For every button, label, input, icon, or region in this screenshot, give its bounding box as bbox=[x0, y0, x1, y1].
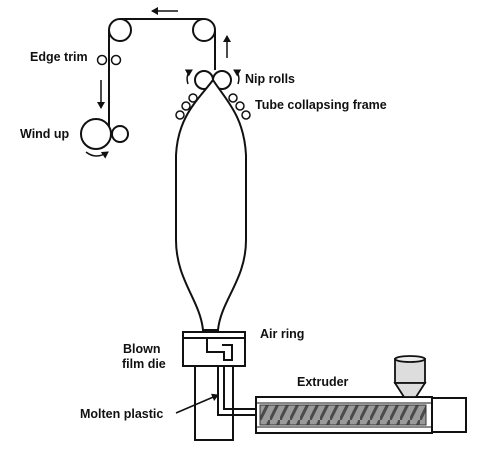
nip-rotation-right-icon bbox=[233, 69, 242, 85]
label-wind-up: Wind up bbox=[20, 127, 70, 141]
extruder-screw bbox=[259, 404, 427, 426]
label-tube-collapsing-frame: Tube collapsing frame bbox=[255, 98, 387, 112]
direction-arrows bbox=[97, 7, 231, 109]
top-right-roll bbox=[192, 18, 216, 42]
label-edge-trim: Edge trim bbox=[30, 50, 88, 64]
extruder-drive bbox=[431, 397, 467, 433]
die-channel bbox=[206, 338, 233, 361]
label-air-ring: Air ring bbox=[260, 327, 304, 341]
hopper bbox=[393, 355, 427, 398]
molten-plastic-pointer bbox=[175, 393, 219, 414]
top-film-path bbox=[108, 18, 216, 136]
wind-up-assembly bbox=[80, 118, 129, 150]
wind-up-rotation-icon bbox=[85, 151, 109, 159]
label-molten-plastic: Molten plastic bbox=[80, 407, 163, 421]
collapsing-frame-rollers bbox=[175, 93, 251, 120]
edge-trim-rollers bbox=[96, 54, 122, 66]
die-base bbox=[194, 365, 234, 441]
wind-up-roll bbox=[80, 118, 112, 150]
molten-plastic-channel bbox=[217, 366, 258, 416]
label-blown-film-die-1: Blown bbox=[123, 342, 161, 356]
wind-up-contact-roll bbox=[111, 125, 129, 143]
label-extruder: Extruder bbox=[297, 375, 349, 389]
label-blown-film-die-2: film die bbox=[122, 357, 166, 371]
nip-rotation-left-icon bbox=[184, 69, 193, 85]
film-bubble bbox=[175, 78, 247, 331]
label-nip-rolls: Nip rolls bbox=[245, 72, 295, 86]
top-left-roll bbox=[108, 18, 132, 42]
molten-plastic-channel-2 bbox=[223, 366, 258, 410]
